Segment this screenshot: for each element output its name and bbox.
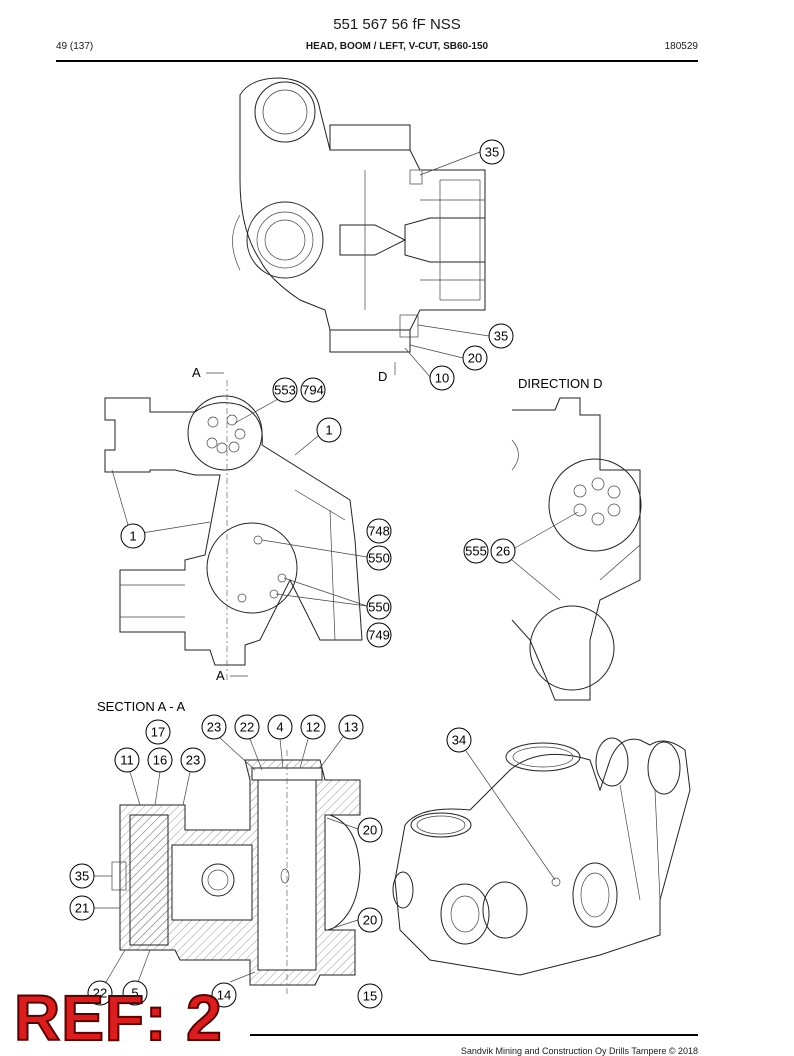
callout-21: 21 — [75, 901, 89, 916]
callout-550: 550 — [368, 551, 390, 566]
callout-1: 1 — [325, 423, 332, 438]
callout-23: 23 — [186, 753, 200, 768]
callout-15: 15 — [363, 989, 377, 1004]
callout-11: 11 — [120, 753, 134, 768]
callout-16: 16 — [153, 753, 167, 768]
callout-794: 794 — [302, 383, 324, 398]
callout-550: 550 — [368, 600, 390, 615]
callout-35: 35 — [494, 329, 508, 344]
side-view-callouts: 553 794 1 1 748 550 550 749 — [111, 377, 392, 648]
callout-20: 20 — [468, 351, 482, 366]
direction-d-callouts: 555 26 — [463, 511, 579, 564]
callout-12: 12 — [306, 720, 320, 735]
direction-d-title: DIRECTION D — [518, 376, 603, 391]
callout-26: 26 — [496, 544, 510, 559]
callout-23: 23 — [207, 720, 221, 735]
side-view-drawing — [104, 380, 363, 680]
callout-35: 35 — [485, 145, 499, 160]
section-callouts: 17 23 22 4 12 13 11 16 23 34 20 35 21 20… — [69, 714, 556, 1009]
ref-stamp: REF: 2 — [13, 982, 223, 1054]
callout-22: 22 — [93, 986, 107, 1001]
section-marker-a-bottom: A — [216, 668, 225, 683]
callout-555: 555 — [465, 544, 487, 559]
footer-copyright: Sandvik Mining and Construction Oy Drill… — [460, 1046, 698, 1056]
callout-1: 1 — [129, 529, 136, 544]
page-number: 49 (137) — [56, 41, 94, 52]
direction-d-drawing — [511, 397, 642, 701]
callout-17: 17 — [151, 725, 165, 740]
callout-748: 748 — [368, 524, 390, 539]
direction-d-marker: D — [378, 369, 387, 384]
revision-date: 180529 — [664, 41, 698, 52]
callout-14: 14 — [217, 988, 231, 1003]
callout-35: 35 — [75, 869, 89, 884]
callout-34: 34 — [452, 733, 466, 748]
callout-13: 13 — [344, 720, 358, 735]
top-view-drawing — [232, 77, 486, 353]
section-title: SECTION A - A — [97, 699, 185, 714]
callout-5: 5 — [131, 986, 138, 1001]
callout-20: 20 — [363, 823, 377, 838]
callout-22: 22 — [240, 720, 254, 735]
callout-20: 20 — [363, 913, 377, 928]
drawing-heading: HEAD, BOOM / LEFT, V-CUT, SB60-150 — [305, 41, 489, 52]
top-view-callouts: 35 35 20 10 — [404, 139, 514, 391]
callout-10: 10 — [435, 371, 449, 386]
section-view-drawing — [111, 750, 361, 995]
document-number: 551 567 56 fF NSS — [333, 16, 461, 33]
callout-749: 749 — [368, 628, 390, 643]
callout-553: 553 — [274, 383, 296, 398]
section-marker-a-top: A — [192, 365, 201, 380]
isometric-view-drawing — [392, 737, 691, 976]
header-rule — [56, 60, 698, 62]
callout-4: 4 — [276, 720, 283, 735]
footer-rule — [250, 1034, 698, 1036]
